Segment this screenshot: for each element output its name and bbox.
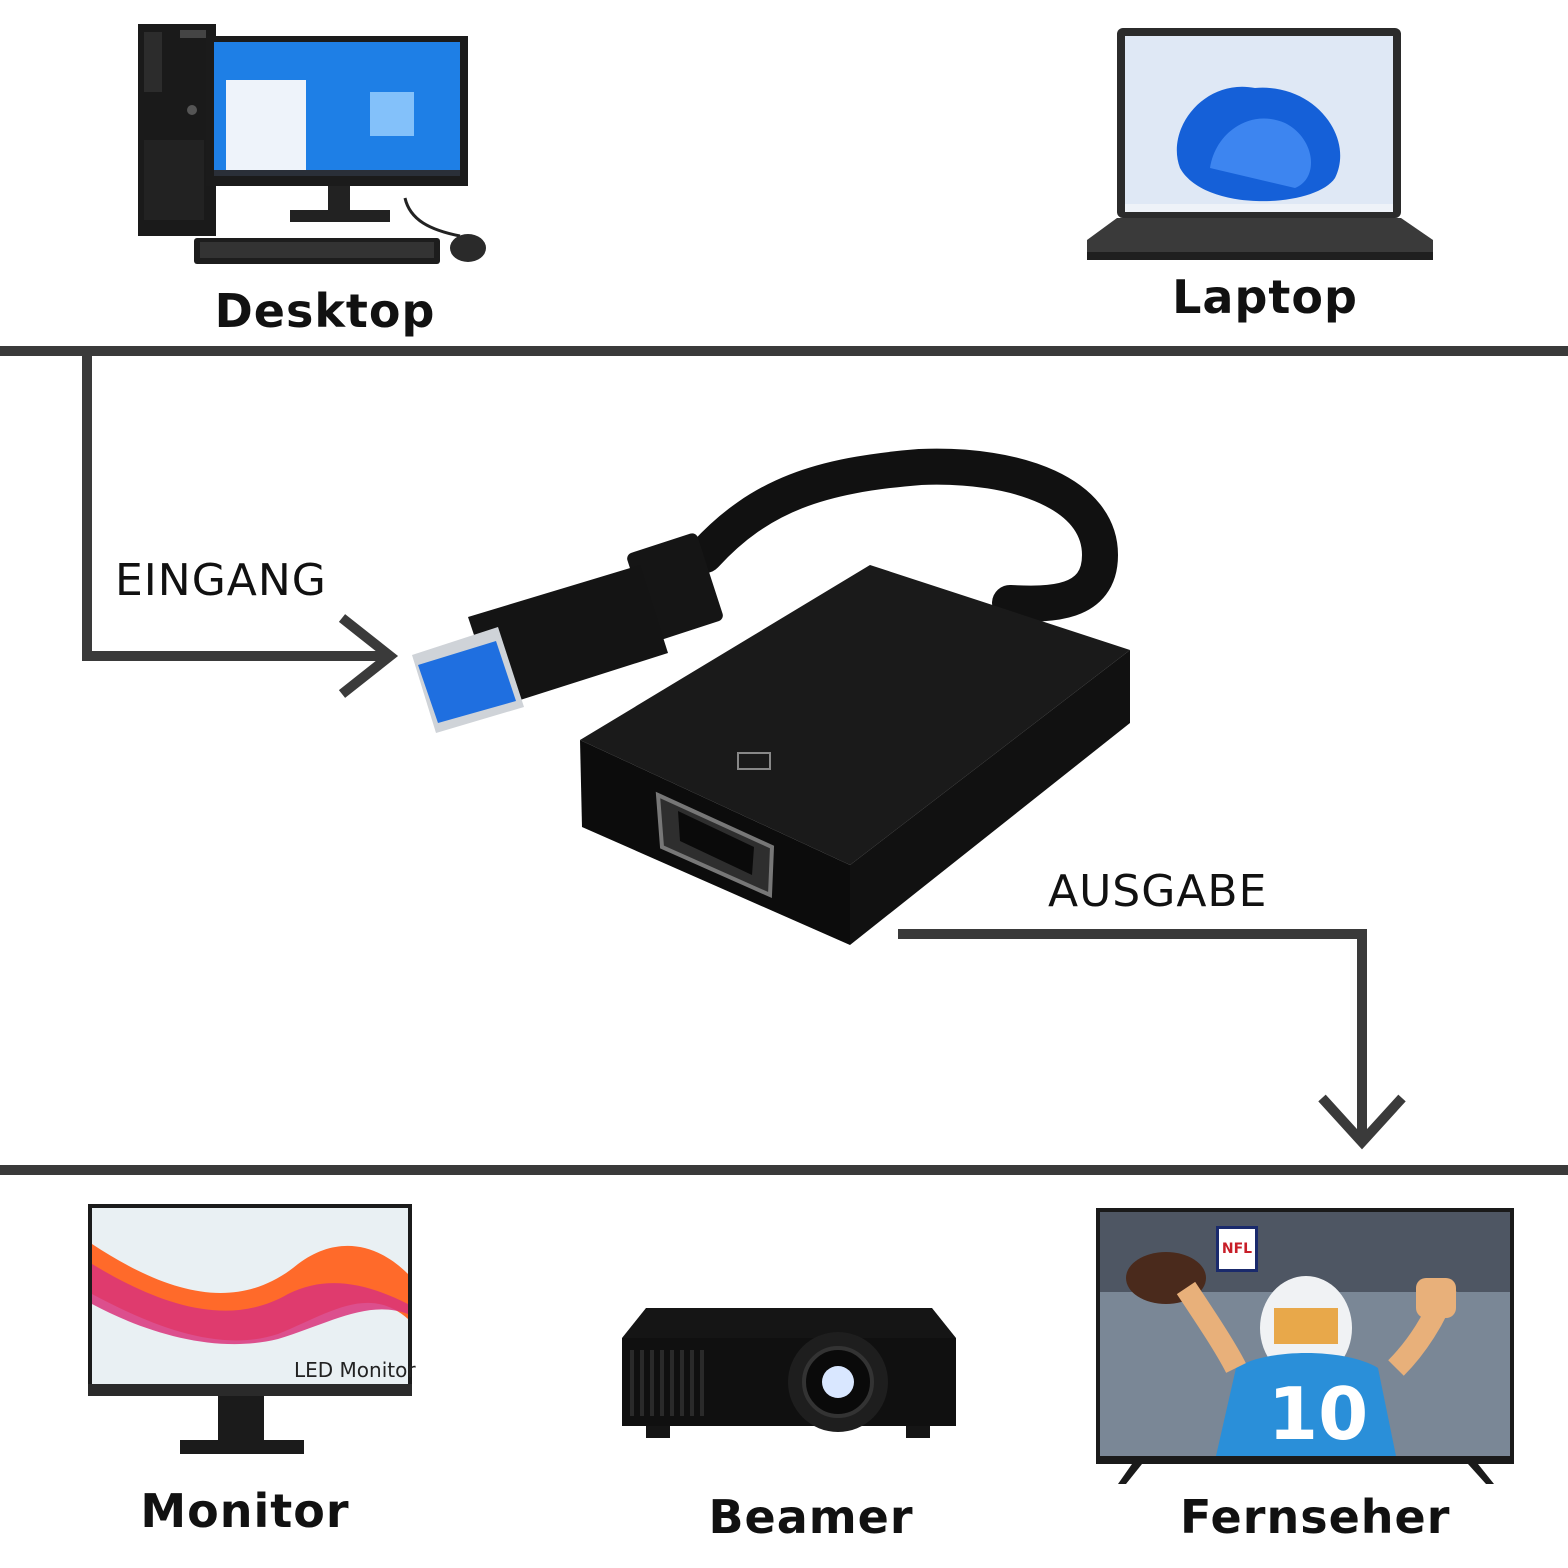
tv-illustration: [1096, 1208, 1514, 1484]
desktop-illustration: [138, 24, 486, 264]
input-label: EINGANG: [115, 555, 327, 606]
monitor-illustration: [88, 1204, 412, 1454]
desktop-mouse: [450, 234, 486, 262]
tv-jersey-number: 10: [1268, 1372, 1369, 1456]
top-divider: [0, 346, 1568, 356]
usb-hdmi-adapter: [412, 448, 1130, 945]
laptop-illustration: [1087, 28, 1433, 260]
beamer-label: Beamer: [708, 1490, 914, 1544]
desktop-label: Desktop: [214, 284, 436, 338]
adapter-cable: [687, 448, 1119, 622]
tv-player-jersey: [1216, 1353, 1396, 1456]
monitor-label: Monitor: [140, 1484, 350, 1538]
laptop-label: Laptop: [1172, 270, 1358, 324]
monitor-screen-text: LED Monitor: [294, 1358, 416, 1382]
tv-badge: NFL: [1216, 1226, 1258, 1272]
tv-label: Fernseher: [1180, 1490, 1451, 1544]
laptop-base: [1087, 218, 1433, 256]
hdmi-box-top: [580, 565, 1130, 865]
output-label: AUSGABE: [1048, 866, 1268, 917]
usb-plug-body: [468, 565, 668, 707]
hdmi-icon: [737, 752, 771, 770]
bottom-divider: [0, 1165, 1568, 1175]
beamer-illustration: [622, 1308, 956, 1438]
